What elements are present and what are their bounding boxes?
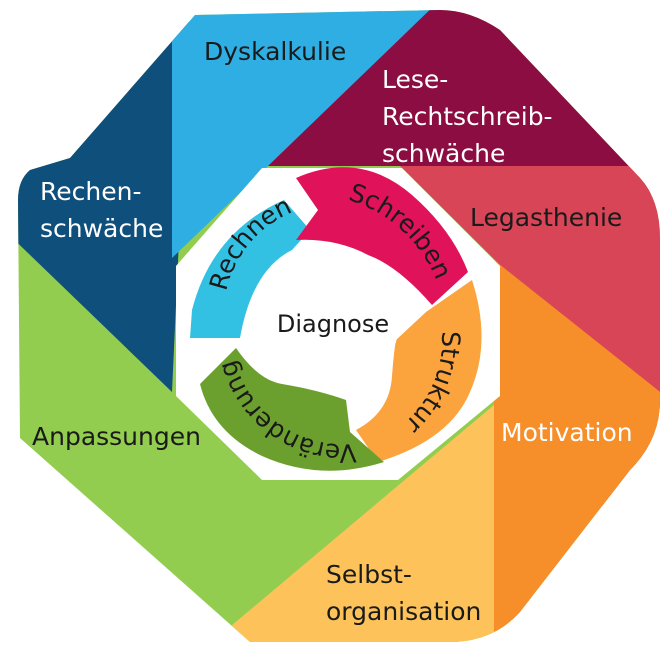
label-line: schwäche: [382, 139, 506, 168]
label-line: organisation: [326, 597, 482, 626]
label-selbstorganisation: Selbst- organisation: [326, 556, 481, 630]
label-line: Selbst-: [326, 560, 412, 589]
label-dyskalkulie: Dyskalkulie: [204, 33, 346, 70]
label-motivation: Motivation: [501, 414, 633, 451]
segment-yellow-selbstorganisation: [200, 405, 494, 642]
label-line: Dyskalkulie: [204, 37, 347, 66]
cycle-segment-schreiben: [296, 167, 468, 305]
cycle-segment-rechnen: [190, 200, 310, 338]
center-label: Diagnose: [276, 310, 390, 338]
label-rechenschwaeche: Rechen- schwäche: [40, 173, 163, 247]
label-line: Lese-: [382, 65, 449, 94]
label-line: schwäche: [40, 214, 164, 243]
label-legasthenie: Legasthenie: [470, 199, 622, 236]
label-line: Rechen-: [40, 177, 142, 206]
label-line: Rechtschreib-: [382, 102, 553, 131]
inner-cycle: [190, 167, 482, 471]
label-anpassungen: Anpassungen: [32, 418, 201, 455]
label-lrs: Lese- Rechtschreib- schwäche: [382, 61, 553, 172]
cycle-segment-struktur: [356, 280, 482, 462]
label-line: Motivation: [501, 418, 633, 447]
segment-sky-dyskalkulie: [172, 10, 452, 258]
label-line: Legasthenie: [470, 203, 623, 232]
segment-coral-legasthenie: [400, 166, 660, 642]
cycle-segment-veraenderung: [200, 348, 384, 471]
center-circle: [265, 255, 399, 389]
label-line: Anpassungen: [32, 422, 201, 451]
